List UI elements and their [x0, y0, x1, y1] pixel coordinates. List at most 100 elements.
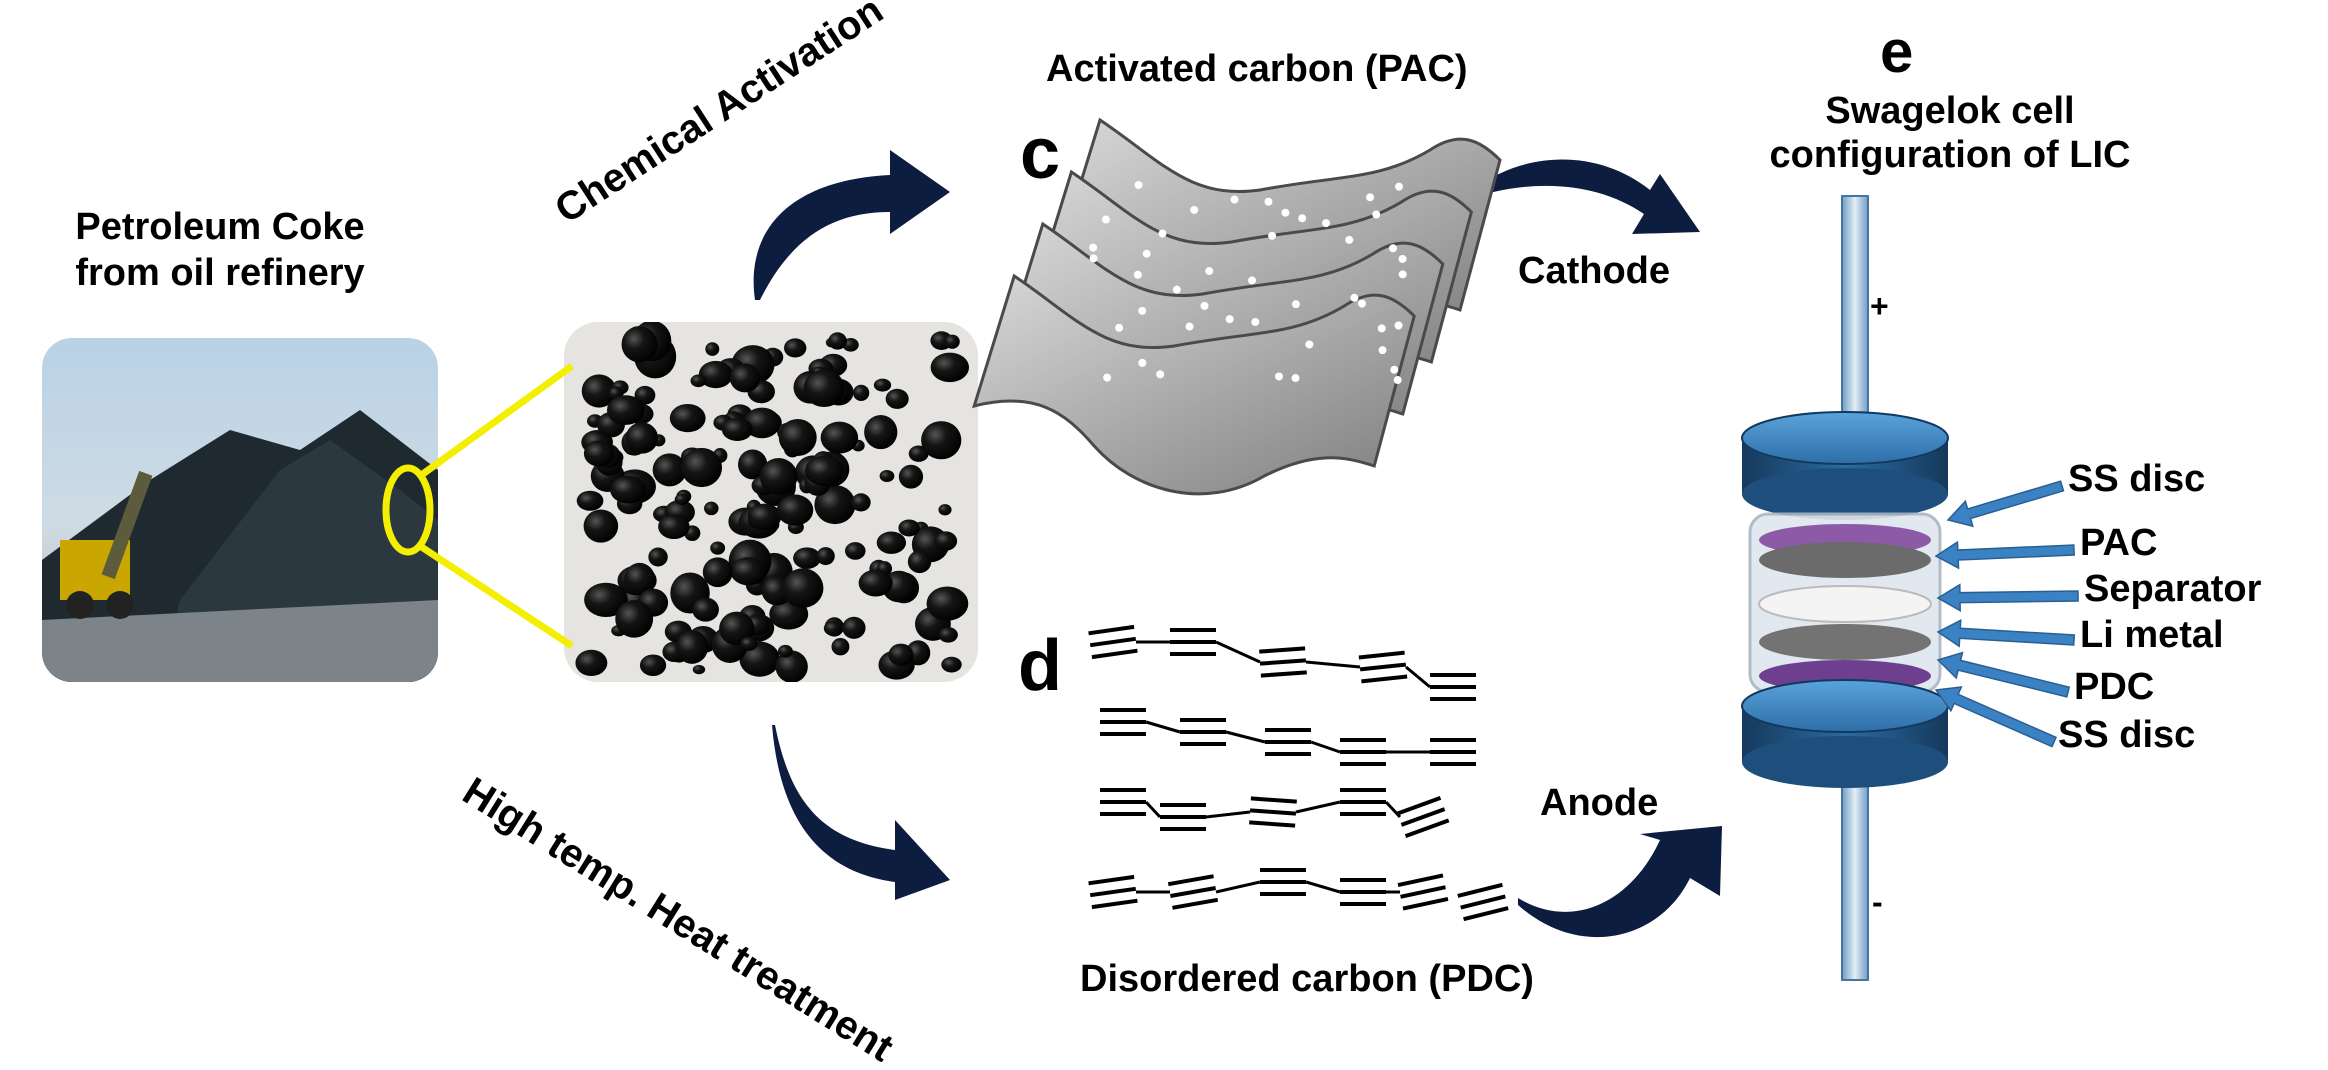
coke-granule: [581, 374, 617, 408]
panel-e-title-line2: configuration of LIC: [1769, 133, 2131, 176]
coke-granule: [803, 369, 845, 408]
heat-treatment-arrow: [772, 725, 950, 900]
layer-pointer-arrow: [1936, 619, 2076, 648]
graphene-layer: [1358, 650, 1405, 660]
pore-dot: [1322, 219, 1331, 228]
pore-dot: [1172, 285, 1181, 294]
panel-e-title: Swagelok cell configuration of LIC: [1700, 90, 2200, 176]
coke-granule: [702, 557, 733, 588]
coke-granule: [864, 415, 898, 450]
coke-granule: [705, 342, 720, 356]
graphene-layer: [1249, 820, 1296, 828]
pore-dot: [1142, 249, 1151, 258]
pore-dot: [1115, 323, 1124, 332]
top-rod: [1841, 195, 1869, 433]
graphene-link: [1405, 665, 1431, 689]
pore-dot: [1190, 205, 1199, 214]
coke-granule: [888, 643, 914, 667]
coke-pile-photo: [42, 338, 438, 682]
pore-dot: [1298, 214, 1307, 223]
layer-label-pdc: PDC: [2074, 666, 2155, 708]
pore-dot: [1336, 162, 1345, 171]
coke-granule: [828, 332, 847, 350]
coke-granule: [615, 600, 654, 638]
pore-dot: [1225, 315, 1234, 324]
pore-dot: [1394, 182, 1403, 191]
coke-granule: [907, 550, 932, 574]
graphene-link: [1305, 660, 1361, 669]
graphene-link: [1145, 720, 1181, 734]
coke-granule: [816, 547, 835, 566]
pore-dot: [1264, 197, 1273, 206]
coke-granule: [782, 568, 824, 608]
panel-a-title: Petroleum Coke from oil refinery: [20, 207, 420, 294]
coke-granule: [747, 503, 782, 530]
anode-arrow: [1518, 826, 1722, 938]
pore-dot: [1134, 181, 1143, 190]
pore-dot: [1138, 358, 1147, 367]
panel-c-title: Activated carbon (PAC): [1046, 48, 1468, 90]
graphene-link: [1225, 730, 1266, 744]
coke-granule: [776, 494, 814, 526]
coke-granule: [921, 421, 962, 460]
coke-granule: [851, 493, 871, 512]
coke-granule: [842, 616, 866, 639]
coke-granule: [737, 449, 768, 480]
layer-label-li-metal: Li metal: [2080, 614, 2224, 656]
graphene-layer: [1404, 818, 1450, 839]
coke-granule: [804, 455, 844, 486]
pore-dot: [1260, 168, 1269, 177]
coke-granule: [674, 493, 689, 505]
coke-granule: [879, 469, 895, 482]
coke-granule: [775, 650, 808, 682]
layer-label-separator: Separator: [2084, 568, 2262, 610]
graphene-layer: [1260, 670, 1307, 678]
coke-granule: [898, 464, 924, 489]
graphene-layer: [1091, 898, 1138, 910]
pore-dot: [1390, 365, 1399, 374]
layer-label-ss-disc-top: SS disc: [2068, 458, 2206, 500]
li-metal-layer: [1759, 624, 1931, 660]
graphene-layer: [1460, 894, 1506, 910]
graphene-layer: [1396, 795, 1442, 816]
separator-layer: [1758, 585, 1932, 623]
coke-granule: [778, 418, 817, 456]
coke-granule: [681, 447, 723, 488]
graphene-link: [1144, 800, 1162, 819]
graphene-link: [1205, 810, 1251, 819]
pore-dot: [1101, 215, 1110, 224]
coke-granule: [740, 636, 758, 651]
chemical-activation-arrow: [753, 150, 950, 300]
coke-granule: [658, 514, 690, 540]
pore-dot: [1378, 346, 1387, 355]
coke-granule: [934, 531, 958, 551]
coke-granule: [820, 421, 859, 454]
coke-granule: [938, 504, 952, 516]
pore-dot: [1230, 195, 1239, 204]
anode-label: Anode: [1540, 782, 1659, 824]
coke-granule: [634, 385, 656, 405]
coke-granule: [930, 352, 970, 383]
graphene-layer: [1361, 674, 1408, 684]
pore-dot: [1089, 254, 1098, 263]
pore-dot: [1133, 270, 1142, 279]
graphene-layer: [1397, 873, 1444, 888]
pore-dot: [1345, 235, 1354, 244]
terminal-positive: +: [1870, 288, 1889, 324]
ss-disc-bottom: [1741, 679, 1949, 788]
graphene-layer: [1089, 636, 1137, 648]
pore-dot: [1156, 370, 1165, 379]
coke-granule: [692, 597, 719, 622]
pore-dot: [1268, 231, 1277, 240]
graphene-layer: [1172, 897, 1219, 910]
pore-dot: [1281, 208, 1290, 217]
pore-dot: [1377, 324, 1386, 333]
pore-dot: [1311, 159, 1320, 168]
coke-granule: [876, 531, 907, 554]
pore-dot: [1357, 299, 1366, 308]
panel-e-title-line1: Swagelok cell: [1825, 90, 2075, 132]
coke-granule: [814, 485, 856, 525]
coke-granule: [853, 384, 870, 401]
swagelok-cell: [1741, 195, 1949, 981]
